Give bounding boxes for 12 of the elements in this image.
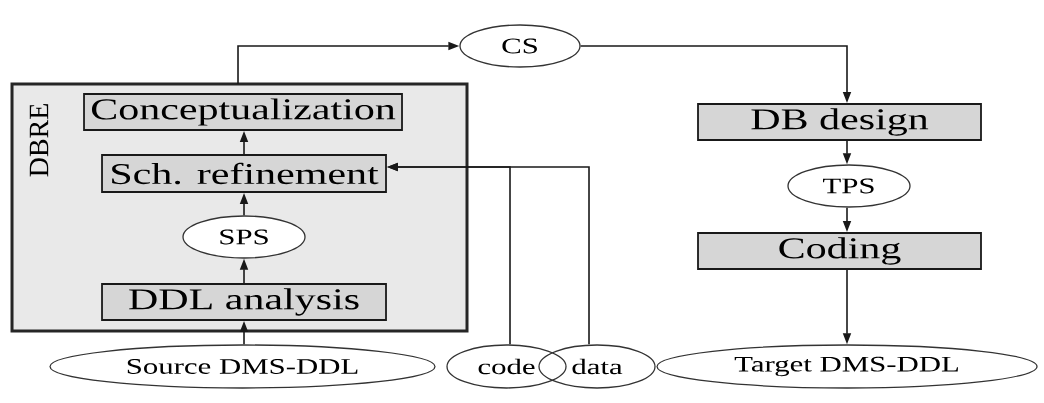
oval-node: SPS — [182, 215, 306, 259]
oval-node: Target DMS-DDL — [656, 344, 1038, 389]
oval-node: data — [538, 344, 656, 389]
oval-node: Source DMS-DDL — [49, 344, 436, 389]
oval-node: code — [446, 344, 567, 389]
process-box: DB design — [697, 103, 982, 141]
process-box: Conceptualization — [83, 93, 403, 131]
process-box: Sch. refinement — [101, 154, 387, 193]
process-box: Coding — [697, 232, 982, 270]
oval-node: TPS — [787, 164, 911, 208]
process-box: DDL analysis — [101, 283, 387, 321]
oval-node: CS — [459, 24, 581, 68]
